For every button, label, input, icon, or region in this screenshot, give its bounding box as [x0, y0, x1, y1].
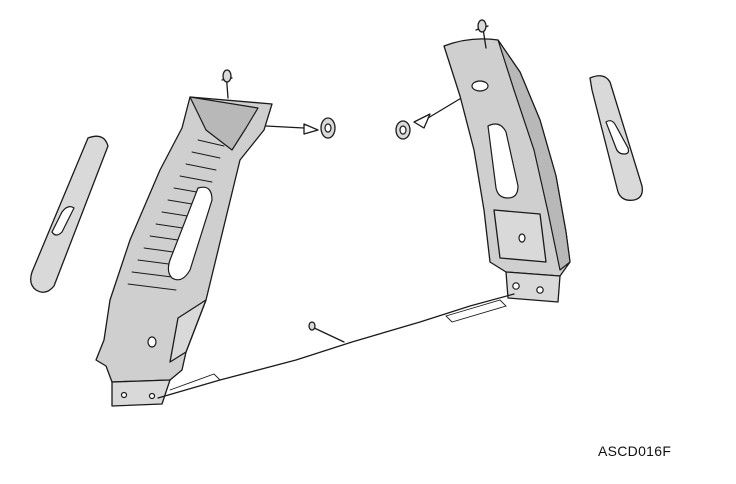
left-pillar-trim-panel	[95, 69, 273, 407]
left-outer-trim-strip	[30, 135, 109, 293]
left-trim-clip-and-screw	[265, 117, 336, 139]
lower-connector-rod	[157, 293, 515, 399]
right-trim-clip-and-screw	[395, 93, 469, 140]
figure-code-label: ASCD016F	[598, 443, 672, 459]
right-outer-trim-strip	[589, 75, 643, 201]
right-pillar-trim-panel	[443, 19, 571, 303]
